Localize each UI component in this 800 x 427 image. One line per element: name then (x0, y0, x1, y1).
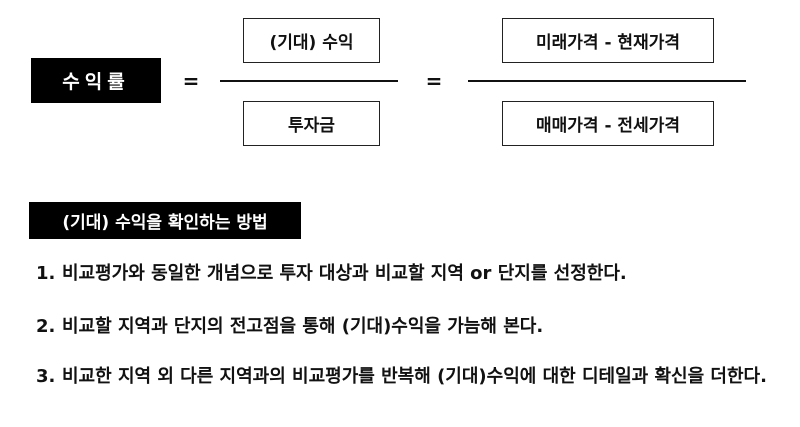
step-text: 비교할 지역과 단지의 전고점을 통해 (기대)수익을 가늠해 본다. (62, 316, 544, 337)
list-item: 2. 비교할 지역과 단지의 전고점을 통해 (기대)수익을 가늠해 본다. (36, 315, 776, 339)
investment-denominator: 투자금 (243, 101, 380, 146)
step-text: 비교한 지역 외 다른 지역과의 비교평가를 반복해 (기대)수익에 대한 디테… (62, 366, 767, 387)
return-rate-label: 수익률 (31, 58, 161, 103)
list-item: 1. 비교평가와 동일한 개념으로 투자 대상과 비교할 지역 or 단지를 선… (36, 262, 776, 286)
step-number: 3. (36, 366, 56, 387)
list-item: 3. 비교한 지역 외 다른 지역과의 비교평가를 반복해 (기대)수익에 대한… (36, 365, 776, 389)
step-text: 비교평가와 동일한 개념으로 투자 대상과 비교할 지역 or 단지를 선정한다… (62, 263, 627, 284)
step-number: 2. (36, 316, 56, 337)
equals-sign-2: = (425, 69, 443, 93)
section-heading: (기대) 수익을 확인하는 방법 (29, 202, 301, 239)
expected-return-numerator: (기대) 수익 (243, 18, 380, 63)
sale-lease-difference-denominator: 매매가격 - 전세가격 (502, 101, 714, 146)
fraction-bar-2 (468, 80, 746, 82)
fraction-bar-1 (220, 80, 398, 82)
step-number: 1. (36, 263, 56, 284)
price-difference-numerator: 미래가격 - 현재가격 (502, 18, 714, 63)
equals-sign-1: = (182, 69, 200, 93)
